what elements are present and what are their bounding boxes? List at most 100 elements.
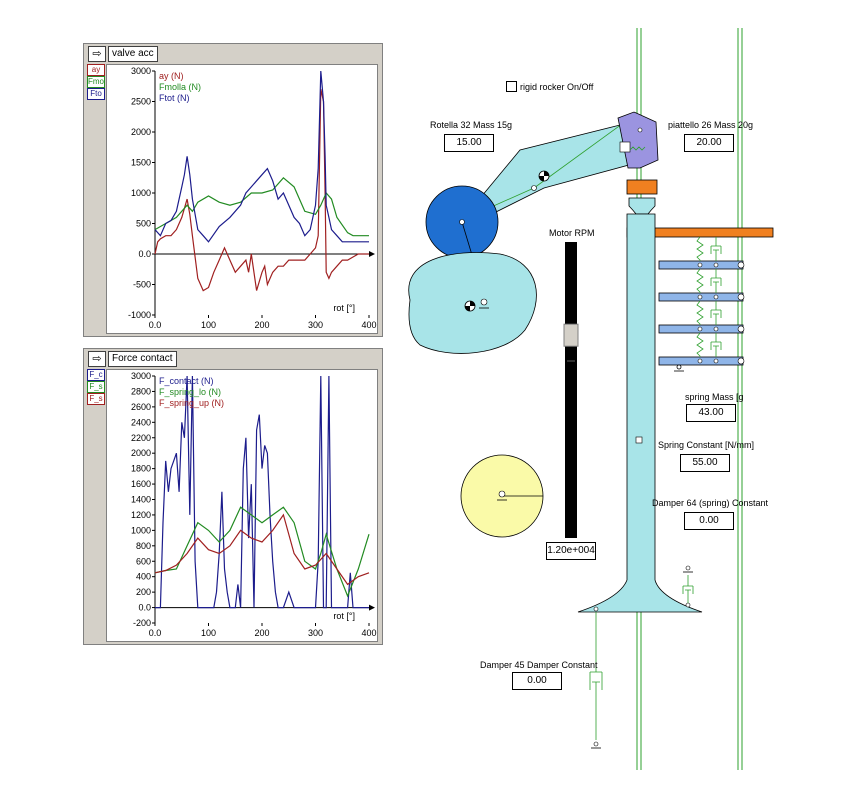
expand-arrow-icon[interactable]: ⇨ [88,46,106,62]
spring-top-plate [626,227,774,238]
damper64-value: 0.00 [699,515,719,526]
y-tick-label: 2200 [131,433,151,443]
spring-coil [696,332,704,357]
y-tick-label: 500 [136,219,151,229]
x-axis-arrow-icon [369,251,375,257]
y-tick-label: 2500 [131,97,151,107]
spring-coil [696,268,704,293]
series-line-1 [154,176,369,237]
valve-acc-title: valve acc [108,46,158,62]
spring-mass-input[interactable]: 43.00 [686,404,736,422]
legend-entry-2: F_spring_up (N) [159,398,224,408]
damper45-input[interactable]: 0.00 [512,672,562,690]
motor-rpm-label: Motor RPM [549,228,595,238]
x-tick-label: 200 [254,628,269,638]
rotella-mass-input[interactable]: 15.00 [444,134,494,152]
motor-rpm-slider[interactable] [562,242,580,538]
y-tick-label: 200 [136,587,151,597]
y-tick-label: 800 [136,541,151,551]
legend-box-ay[interactable]: ay [87,64,105,76]
valve-acc-title-row: ⇨ valve acc [88,46,158,62]
force-contact-chart: -2000.0200400600800100012001400160018002… [131,371,377,638]
x-tick-label: 0.0 [149,628,162,638]
legend-entry-1: F_spring_lo (N) [159,387,221,397]
lower-damper [589,612,603,740]
roller-wheel [425,185,499,259]
x-tick-label: 400 [361,320,376,330]
ground-anchor [674,364,684,372]
spring-plate [658,356,744,366]
legend-box-f-spring-lo[interactable]: F_s [87,381,105,393]
damper45-value: 0.00 [527,675,547,686]
x-tick-label: 100 [201,628,216,638]
legend-entry-0: F_contact (N) [159,376,214,386]
y-tick-label: 2600 [131,402,151,412]
damper [710,333,722,357]
valve-retainer [628,197,656,215]
x-axis-arrow-icon [369,604,375,611]
y-tick-label: -500 [133,280,151,290]
damper [710,237,722,261]
y-tick-label: 3000 [131,371,151,381]
y-tick-label: 0.0 [138,249,151,259]
spring-constant-input[interactable]: 55.00 [680,454,730,472]
y-tick-label: 2000 [131,448,151,458]
x-tick-label: 100 [201,320,216,330]
spring-mass-value: 43.00 [698,407,724,418]
damper45-label: Damper 45 Damper Constant [480,660,598,670]
spring-plate [658,324,744,334]
y-tick-label: 1400 [131,495,151,505]
motor-rpm-input[interactable]: 1.20e+004 [546,542,596,560]
motor-flywheel [460,454,544,538]
y-tick-label: 2000 [131,127,151,137]
y-tick-label: 1200 [131,510,151,520]
y-tick-label: 1000 [131,188,151,198]
legend-entry-2: Ftot (N) [159,93,190,103]
x-tick-label: 300 [308,320,323,330]
piattello-mass-label: piattello 26 Mass 20g [668,120,754,130]
y-tick-label: 2400 [131,417,151,427]
y-tick-label: 600 [136,556,151,566]
legend-entry-0: ay (N) [159,71,184,81]
rigid-rocker-checkbox[interactable] [506,81,517,92]
rocker-link [461,187,535,221]
cam-lobe [408,252,537,354]
damper64-label: Damper 64 (spring) Constant [652,498,769,508]
rotella-mass-label: Rotella 32 Mass 15g [430,120,513,130]
damper64-input[interactable]: 0.00 [684,512,734,530]
y-tick-label: 400 [136,572,151,582]
damper [710,269,722,293]
force-contact-title-row: ⇨ Force contact [88,351,177,367]
force-contact-title: Force contact [108,351,177,367]
series-line-0 [155,375,369,609]
series-line-0 [154,89,369,292]
legend-box-fmolla[interactable]: Fmo [87,76,105,88]
rigid-rocker-label: rigid rocker On/Off [520,81,594,92]
y-tick-label: 1000 [131,525,151,535]
x-axis-label: rot [°] [333,303,355,313]
y-tick-label: -200 [133,618,151,628]
y-tick-label: 1600 [131,479,151,489]
valve-cap [626,179,658,195]
spring-coil [696,236,704,261]
rocker-cog-marker [538,170,550,182]
expand-arrow-icon[interactable]: ⇨ [88,351,106,367]
legend-box-f-spring-up[interactable]: F_s [87,393,105,405]
damper [710,301,722,325]
series-line-2 [154,513,370,586]
x-tick-label: 300 [308,628,323,638]
y-tick-label: 2800 [131,386,151,396]
legend-entry-1: Fmolla (N) [159,82,201,92]
rigid-rocker-toggle[interactable]: rigid rocker On/Off [506,81,593,92]
piattello-mass-input[interactable]: 20.00 [684,134,734,152]
x-tick-label: 200 [254,320,269,330]
legend-box-f-contact[interactable]: F_c [87,369,105,381]
legend-box-ftot[interactable]: Fto [87,88,105,100]
spring-constant-label: Spring Constant [N/mm] [658,440,755,450]
valve-body [577,213,703,613]
